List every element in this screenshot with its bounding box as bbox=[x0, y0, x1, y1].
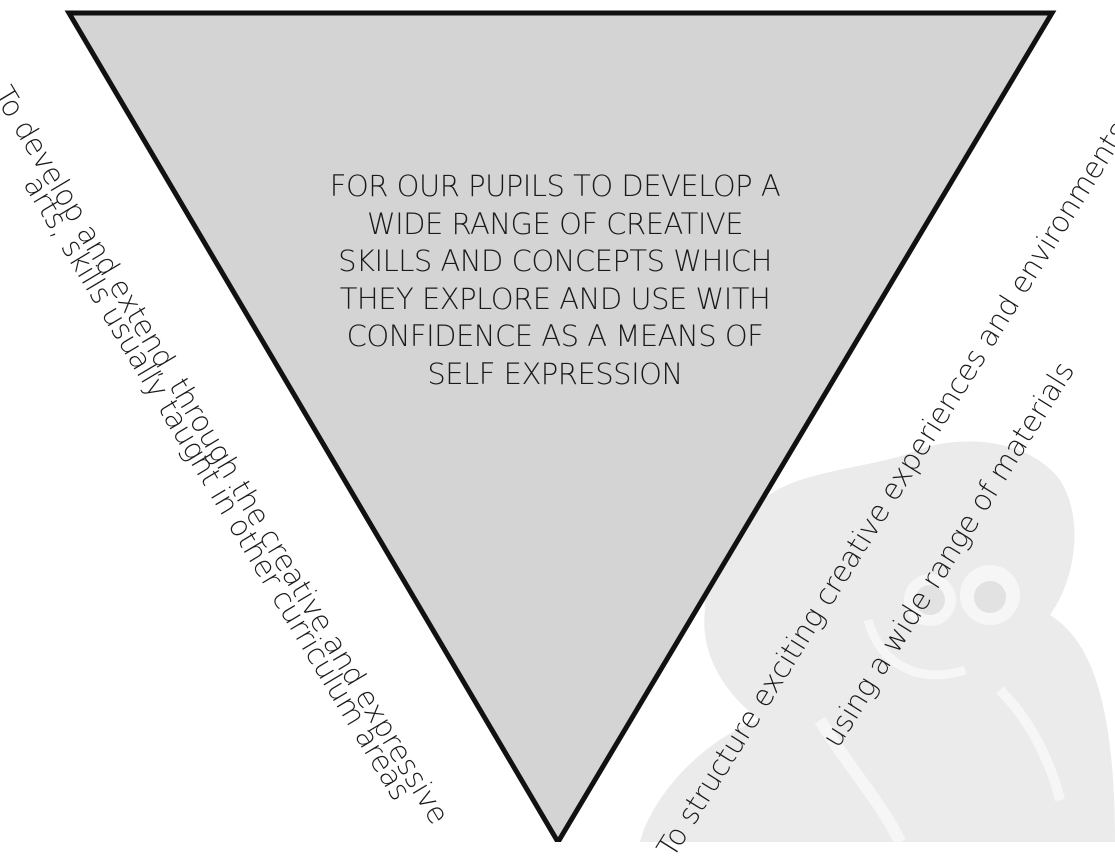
inverted-triangle bbox=[64, 10, 1057, 847]
mascot-watermark bbox=[640, 441, 1115, 845]
central-aim-text: FOR OUR PUPILS TO DEVELOP A WIDE RANGE O… bbox=[250, 168, 860, 393]
diagram-svg bbox=[64, 10, 1115, 847]
central-aim-line: SKILLS AND CONCEPTS WHICH bbox=[338, 244, 772, 278]
central-aim-line: SELF EXPRESSION bbox=[427, 356, 683, 391]
central-aim-line: THEY EXPLORE AND USE WITH bbox=[339, 281, 771, 316]
central-aim-line: FOR OUR PUPILS TO DEVELOP A bbox=[329, 169, 781, 203]
central-aim-line: WIDE RANGE OF CREATIVE bbox=[366, 206, 744, 241]
diagram-canvas: FOR OUR PUPILS TO DEVELOP A WIDE RANGE O… bbox=[0, 10, 1115, 863]
central-aim-line: CONFIDENCE AS A MEANS OF bbox=[346, 319, 764, 353]
